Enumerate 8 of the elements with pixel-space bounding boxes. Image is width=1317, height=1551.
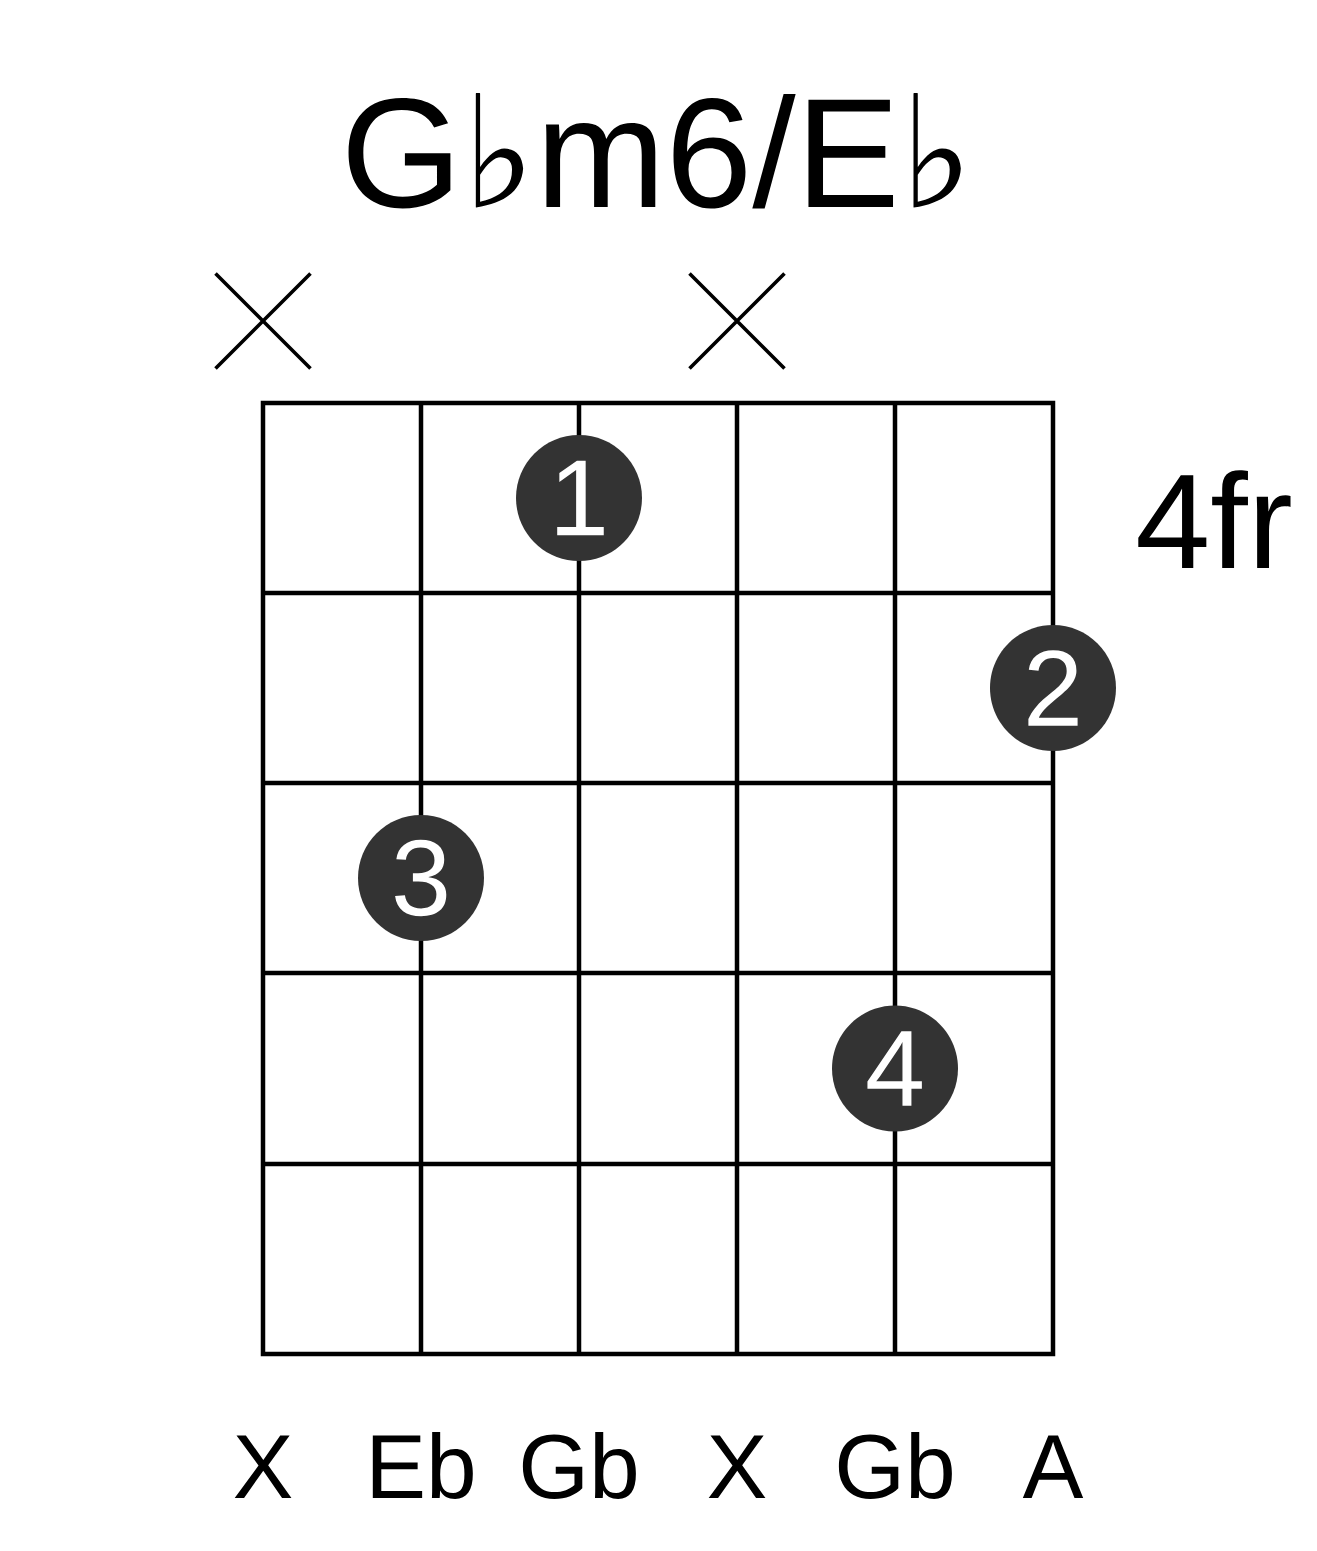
note-label: X: [708, 1435, 766, 1498]
note-label: Gb: [522, 1432, 636, 1499]
note-label: Gb: [838, 1432, 952, 1499]
fret-position-label: 4fr: [1138, 470, 1291, 568]
note-label: X: [234, 1435, 292, 1498]
chord-title: G♭m6/E♭: [348, 93, 961, 209]
note-label: A: [1022, 1435, 1084, 1498]
note-label: Eb: [372, 1432, 473, 1499]
